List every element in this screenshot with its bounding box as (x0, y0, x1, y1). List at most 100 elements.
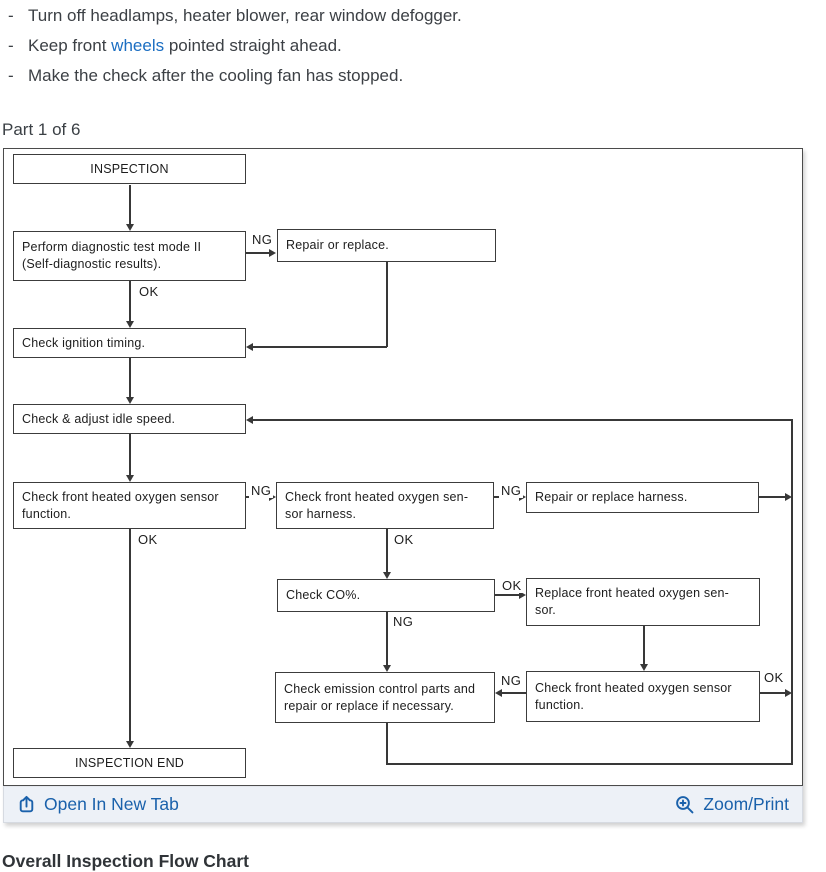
flowchart-card: INSPECTION Perform diagnostic test mode … (3, 148, 803, 823)
flowchart-canvas: INSPECTION Perform diagnostic test mode … (3, 148, 803, 786)
edge-label-ok: OK (136, 532, 160, 547)
edge-label-ok: OK (392, 532, 416, 547)
connector-line (386, 529, 388, 572)
connector-line (129, 358, 131, 397)
flow-node-idle-speed: Check & adjust idle speed. (13, 404, 246, 434)
flow-node-repair-replace: Repair or replace. (277, 229, 496, 262)
connector-line (760, 692, 786, 694)
node-label: Check CO%. (286, 588, 361, 602)
connector-line (129, 434, 131, 475)
arrowhead (785, 689, 792, 697)
arrowhead (519, 591, 526, 599)
arrowhead (126, 397, 134, 404)
connector-line (129, 281, 131, 321)
node-label: function. (535, 697, 585, 712)
node-label: Check front heated oxygen sensor (22, 489, 219, 504)
node-label: sor harness. (285, 506, 357, 521)
flow-node-repair-harness: Repair or replace harness. (526, 482, 759, 513)
bullet-dash: - (8, 36, 14, 55)
open-in-new-tab-icon (17, 795, 36, 814)
image-toolbar: Open In New Tab Zoom/Print (3, 786, 803, 823)
connector-line (759, 496, 786, 498)
connector-line (386, 262, 388, 347)
arrowhead (383, 572, 391, 579)
zoom-magnifier-plus-icon (675, 795, 695, 815)
node-label: function. (22, 506, 72, 521)
node-label: Check front heated oxygen sensor (535, 680, 732, 695)
connector-line (386, 723, 388, 763)
list-item: - Turn off headlamps, heater blower, rea… (8, 1, 818, 31)
arrowhead (126, 741, 134, 748)
edge-label-ng: NG (391, 614, 416, 629)
edge-label-ng: NG (499, 673, 524, 688)
zoom-print-label: Zoom/Print (703, 794, 789, 814)
connector-line (386, 763, 793, 765)
node-label: INSPECTION (90, 161, 169, 176)
connector-line (246, 252, 269, 254)
connector-line (129, 529, 131, 741)
instruction-list: - Turn off headlamps, heater blower, rea… (8, 1, 818, 91)
connector-line (129, 185, 131, 224)
arrowhead (269, 249, 276, 257)
instruction-text: Make the check after the cooling fan has… (28, 66, 404, 85)
edge-label-ok: OK (500, 578, 524, 593)
node-label: Check ignition timing. (22, 335, 146, 350)
instruction-text-post: pointed straight ahead. (164, 36, 342, 55)
edge-label-ng: NG (250, 232, 275, 247)
flow-node-ignition-timing: Check ignition timing. (13, 328, 246, 358)
arrowhead (785, 493, 792, 501)
node-label: (Self-diagnostic results). (22, 257, 162, 271)
arrowhead (126, 475, 134, 482)
node-label: INSPECTION END (74, 755, 185, 770)
zoom-print-link[interactable]: Zoom/Print (675, 794, 789, 815)
connector-line (253, 346, 387, 348)
section-heading: Overall Inspection Flow Chart (2, 851, 249, 871)
instruction-text: Turn off headlamps, heater blower, rear … (28, 6, 462, 25)
arrowhead (640, 664, 648, 671)
connector-line (791, 420, 793, 765)
node-label: Check front heated oxygen sen- (285, 489, 469, 504)
node-label: repair or replace if necessary. (284, 698, 454, 713)
instruction-text-pre: Keep front (28, 36, 112, 55)
node-label: Perform diagnostic test mode II (22, 240, 202, 254)
edge-label-ok: OK (762, 670, 786, 685)
arrowhead (383, 665, 391, 672)
arrowhead (126, 321, 134, 328)
flow-node-inspection: INSPECTION (13, 154, 246, 184)
list-item: - Keep front wheels pointed straight ahe… (8, 31, 818, 61)
instruction-text: Keep front wheels pointed straight ahead… (28, 31, 342, 61)
node-label: Repair or replace harness. (535, 490, 688, 504)
flow-node-o2-sensor-harness: Check front heated oxygen sen- sor harne… (276, 482, 494, 529)
arrowhead (126, 224, 134, 231)
flow-node-diagnostic-test: Perform diagnostic test mode II (Self-di… (13, 231, 246, 281)
connector-line (643, 626, 645, 664)
flow-node-emission-parts: Check emission control parts and repair … (275, 672, 495, 723)
node-label: Check & adjust idle speed. (22, 411, 176, 426)
edge-label-ok: OK (137, 284, 161, 299)
edge-label-ng: NG (499, 483, 524, 498)
bullet-dash: - (8, 6, 14, 25)
arrowhead (495, 689, 502, 697)
open-in-new-tab-link[interactable]: Open In New Tab (17, 794, 179, 815)
flow-node-o2-sensor-function-2: Check front heated oxygen sensor functio… (526, 671, 760, 722)
connector-line (501, 692, 526, 694)
part-label: Part 1 of 6 (2, 120, 81, 139)
connector-line (495, 594, 520, 596)
connector-line (253, 419, 793, 421)
node-label: sor. (535, 603, 556, 617)
node-label: Repair or replace. (286, 238, 389, 252)
flow-node-replace-o2-sensor: Replace front heated oxygen sen- sor. (526, 578, 760, 626)
list-item: - Make the check after the cooling fan h… (8, 61, 818, 91)
flow-node-inspection-end: INSPECTION END (13, 748, 246, 778)
arrowhead (246, 343, 253, 351)
flow-node-o2-sensor-function: Check front heated oxygen sensor functio… (13, 482, 246, 529)
bullet-dash: - (8, 66, 14, 85)
arrowhead (246, 416, 253, 424)
flow-node-check-co: Check CO%. (277, 579, 495, 612)
node-label: Check emission control parts and (284, 681, 476, 696)
wheels-link[interactable]: wheels (111, 36, 165, 55)
edge-label-ng: NG (249, 483, 274, 498)
node-label: Replace front heated oxygen sen- (535, 586, 730, 600)
connector-line (386, 612, 388, 665)
open-in-new-tab-label: Open In New Tab (44, 794, 179, 814)
